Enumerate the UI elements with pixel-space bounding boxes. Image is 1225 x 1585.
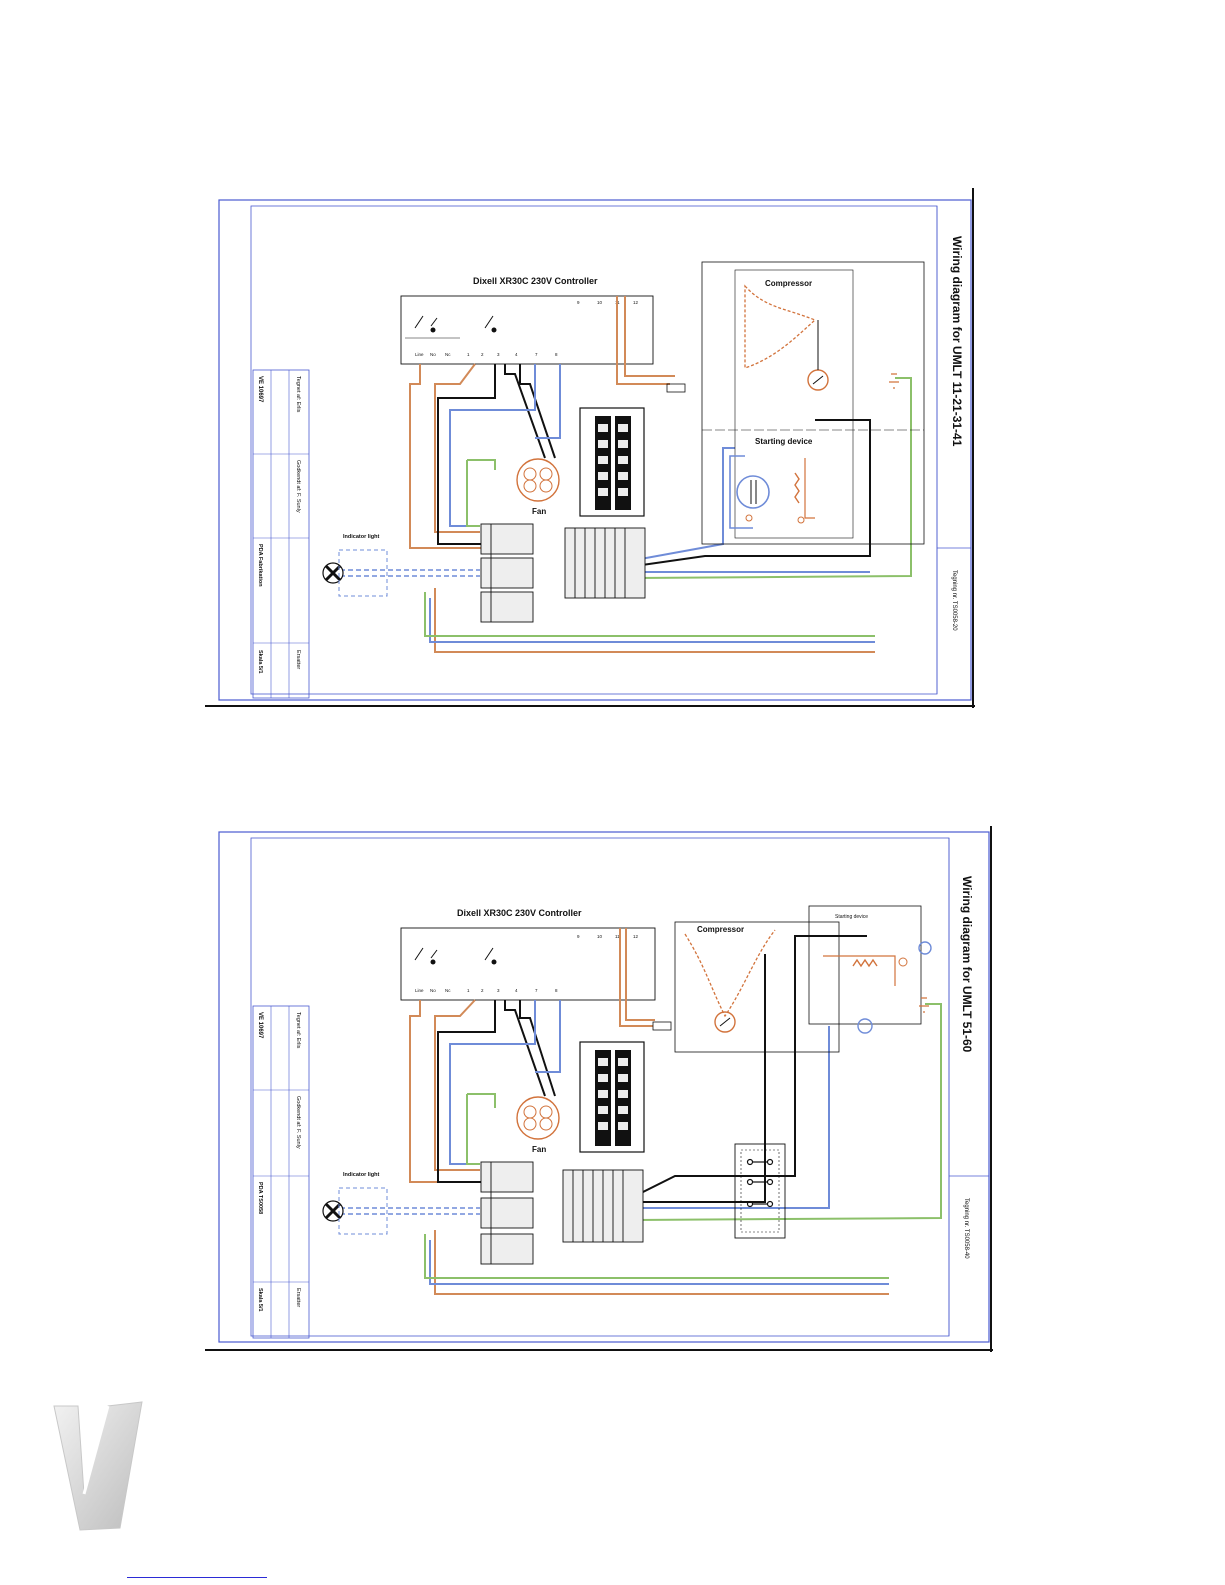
wiring — [340, 928, 942, 1295]
wiring-diagram-sheet-2: Wiring diagram for UMLT 51-60 Tegning nr… — [205, 826, 993, 1352]
svg-text:No: No — [430, 988, 436, 993]
drawing-number: Tegning nr. TS0058-40 — [963, 1198, 969, 1259]
svg-text:10: 10 — [597, 300, 603, 305]
svg-text:3: 3 — [497, 988, 500, 993]
title-block-approved-by: Godkendt af: F. Sunly — [295, 1096, 301, 1149]
svg-text:8: 8 — [555, 352, 558, 357]
diagram-title: Wiring diagram for UMLT 11-21-31-41 — [950, 236, 964, 447]
title-block-replaces: Ersatter — [295, 1288, 301, 1307]
svg-text:7: 7 — [535, 988, 538, 993]
fan-icon — [516, 458, 560, 502]
controller-label: Dixell XR30C 230V Controller — [457, 908, 582, 918]
svg-text:1: 1 — [467, 988, 470, 993]
title-block: VE 10697 Tegnet af: Erlis Godkendt af: F… — [252, 369, 310, 699]
title-block-replaces: Ersatter — [295, 650, 301, 669]
fan-label: Fan — [532, 507, 546, 516]
svg-text:2: 2 — [481, 352, 484, 357]
title-block-drawn-by: Tegnet af: Erlis — [295, 1012, 301, 1049]
title-block-manufacturer: PDA Fabrikation — [257, 544, 263, 587]
terminal-blocks — [480, 523, 646, 623]
title-block: VE 10697 Tegnet af: Erlis Godkendt af: F… — [252, 1005, 310, 1339]
fan-icon — [516, 1096, 560, 1140]
indicator-light-icon — [322, 549, 388, 597]
switch-panel — [579, 407, 645, 517]
svg-text:11: 11 — [615, 934, 620, 939]
title-block-drawn-by: Tegnet af: Erlis — [295, 376, 301, 413]
title-block-drawing-no: VE 10697 — [257, 1012, 263, 1039]
fan-label: Fan — [532, 1145, 546, 1154]
indicator-light-label: Indicator light — [343, 534, 380, 540]
drawing-number: Tegning nr. TS0058-20 — [951, 570, 957, 631]
brand-logo-icon — [53, 1401, 143, 1531]
controller-label: Dixell XR30C 230V Controller — [473, 276, 598, 286]
frame-outer — [218, 199, 972, 701]
svg-text:12: 12 — [633, 934, 639, 939]
compressor-section: Compressor Starting device — [674, 905, 932, 1053]
svg-text:8: 8 — [555, 988, 558, 993]
svg-text:Nc: Nc — [445, 988, 451, 993]
svg-text:Line: Line — [415, 988, 424, 993]
svg-text:3: 3 — [497, 352, 500, 357]
compressor-label: Compressor — [697, 925, 744, 934]
compressor-label: Compressor — [765, 279, 812, 288]
diagram-title: Wiring diagram for UMLT 51-60 — [960, 876, 974, 1053]
svg-text:No: No — [430, 352, 436, 357]
svg-text:9: 9 — [577, 934, 580, 939]
svg-text:Line: Line — [415, 352, 424, 357]
title-block-scale: Skala 5/1 — [257, 1288, 263, 1312]
title-block-drawing-no: VE 10697 — [257, 376, 263, 403]
svg-text:4: 4 — [515, 988, 518, 993]
wiring-diagram-sheet-1: Wiring diagram for UMLT 11-21-31-41 Tegn… — [205, 188, 975, 708]
probe-icon — [652, 1021, 672, 1031]
frame-outer — [218, 831, 990, 1343]
svg-text:Nc: Nc — [445, 352, 451, 357]
compressor-section: Compressor Starting device — [701, 261, 925, 545]
switch-panel — [579, 1041, 645, 1153]
svg-text:4: 4 — [515, 352, 518, 357]
svg-text:9: 9 — [577, 300, 580, 305]
probe-icon — [666, 383, 686, 393]
svg-text:10: 10 — [597, 934, 603, 939]
title-block-manufacturer: PDA TS0058 — [257, 1182, 263, 1214]
svg-text:2: 2 — [481, 988, 484, 993]
footer-link-underline[interactable] — [127, 1577, 267, 1578]
wiring-diagram-2-canvas: Wiring diagram for UMLT 51-60 Tegning nr… — [205, 826, 993, 1352]
relay-block — [734, 1143, 786, 1239]
title-block-approved-by: Godkendt af: F. Sunly — [295, 460, 301, 513]
indicator-light-label: Indicator light — [343, 1172, 380, 1178]
wiring-diagram-1-canvas: Wiring diagram for UMLT 11-21-31-41 Tegn… — [205, 188, 975, 708]
indicator-light-icon — [322, 1187, 388, 1235]
svg-text:7: 7 — [535, 352, 538, 357]
terminal-blocks — [480, 1161, 644, 1265]
svg-text:1: 1 — [467, 352, 470, 357]
title-block-scale: Skala 5/1 — [257, 650, 263, 674]
starting-device-label: Starting device — [755, 437, 813, 446]
svg-text:12: 12 — [633, 300, 639, 305]
starting-device-label: Starting device — [835, 914, 868, 920]
